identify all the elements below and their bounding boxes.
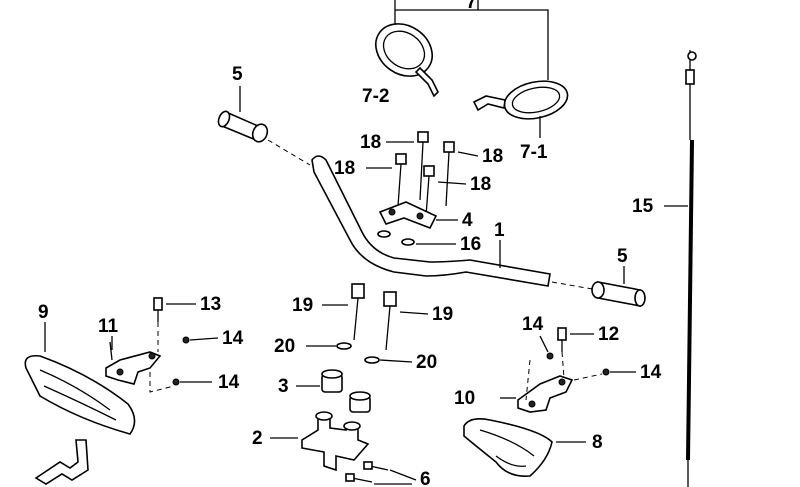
label-washer-20a: 20 bbox=[274, 336, 295, 357]
handguard-right bbox=[463, 418, 553, 478]
bracket-left bbox=[105, 341, 162, 385]
grip-left bbox=[217, 110, 269, 143]
bolts-18 bbox=[366, 131, 479, 217]
label-lower-holder: 2 bbox=[252, 428, 263, 449]
throttle-cable bbox=[685, 50, 697, 487]
label-handguard-left: 9 bbox=[38, 302, 49, 323]
washers-16 bbox=[377, 230, 415, 246]
mirror-right bbox=[472, 80, 569, 120]
label-bolt-18d: 18 bbox=[470, 174, 491, 195]
label-cable: 15 bbox=[632, 196, 654, 217]
label-bolt-6: 6 bbox=[420, 469, 431, 487]
label-handguard-right: 8 bbox=[592, 432, 603, 453]
label-mirror-left: 7-2 bbox=[362, 86, 389, 107]
handguard-left bbox=[24, 354, 136, 435]
mirror-left bbox=[375, 23, 439, 98]
label-mirror-group: 7 bbox=[466, 0, 477, 13]
label-bracket-left: 11 bbox=[98, 316, 119, 337]
label-washer-20b: 20 bbox=[416, 352, 437, 373]
label-upper-holder: 4 bbox=[462, 210, 473, 231]
label-grip-right: 5 bbox=[617, 246, 628, 267]
bolts-6 bbox=[345, 461, 417, 485]
label-grip-left: 5 bbox=[232, 64, 243, 85]
washers-20 bbox=[306, 342, 413, 364]
label-bushing: 3 bbox=[278, 376, 289, 397]
lower-holder bbox=[301, 411, 370, 472]
label-bolt-18c: 18 bbox=[334, 158, 355, 179]
label-bolt-18a: 18 bbox=[360, 132, 381, 153]
direction-arrow-icon bbox=[34, 439, 89, 485]
label-bracket-right: 10 bbox=[454, 388, 475, 409]
label-bolt-19a: 19 bbox=[292, 295, 313, 316]
handlebar bbox=[311, 155, 551, 287]
label-washer-16: 16 bbox=[460, 234, 481, 255]
label-bolt-19b: 19 bbox=[432, 304, 453, 325]
screw-13 bbox=[153, 297, 163, 352]
bushings-3 bbox=[296, 369, 371, 413]
label-nut-14c: 14 bbox=[522, 314, 544, 335]
nuts-14-right bbox=[539, 335, 636, 381]
label-nut-14a: 14 bbox=[222, 328, 244, 349]
grip-right bbox=[591, 281, 646, 307]
screw-12 bbox=[557, 327, 594, 379]
label-screw-12: 12 bbox=[598, 324, 619, 345]
label-screw-13: 13 bbox=[200, 294, 221, 315]
label-bolt-18b: 18 bbox=[482, 146, 503, 167]
nuts-14-left bbox=[149, 336, 219, 393]
upper-holder bbox=[378, 201, 438, 230]
bolts-19 bbox=[322, 283, 429, 351]
label-nut-14d: 14 bbox=[640, 362, 662, 383]
label-nut-14b: 14 bbox=[218, 372, 240, 393]
label-mirror-right: 7-1 bbox=[520, 142, 548, 163]
bracket-right bbox=[517, 359, 574, 413]
label-handlebar: 1 bbox=[494, 220, 505, 241]
